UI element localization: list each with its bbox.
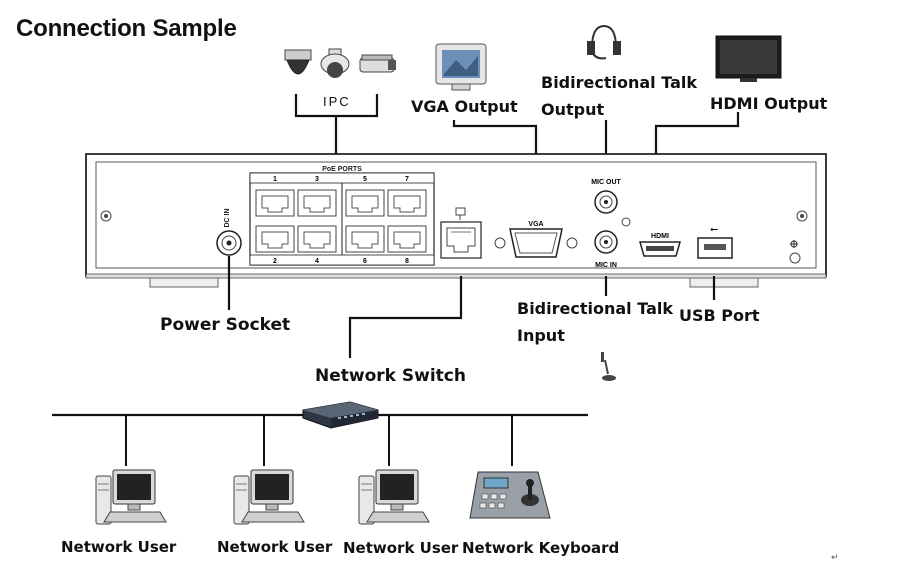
network-switch-connector-line xyxy=(348,276,463,358)
port-label-7: 7 xyxy=(405,176,409,183)
network-drop-lines xyxy=(125,415,513,466)
headset-icon xyxy=(587,24,621,60)
poe-ports-block: PoE PORTS 1 3 5 7 2 4 6 8 xyxy=(249,166,435,266)
port-label-5: 5 xyxy=(363,176,367,183)
network-keyboard-label: Network Keyboard xyxy=(462,539,620,557)
network-switch-label: Network Switch xyxy=(315,366,466,386)
desktop-computer-icon xyxy=(358,469,430,525)
ptz-keyboard-icon xyxy=(469,471,551,519)
power-socket-label: Power Socket xyxy=(160,315,291,335)
port-label-2: 2 xyxy=(273,258,277,265)
port-label-6: 6 xyxy=(363,258,367,265)
power-socket xyxy=(216,230,242,256)
desktop-computer-icon xyxy=(233,469,305,525)
crt-monitor-icon xyxy=(435,43,487,91)
vga-port-text: VGA xyxy=(528,221,543,228)
diagram-title: Connection Sample xyxy=(16,15,237,42)
usb-port-label: USB Port xyxy=(679,306,760,325)
hdmi-output-label: HDMI Output xyxy=(710,94,828,113)
hdmi-port-text: HDMI xyxy=(651,233,669,240)
port-label-4: 4 xyxy=(315,258,319,265)
hdmi-port: HDMI xyxy=(639,233,681,257)
poe-ports-text: PoE PORTS xyxy=(322,166,362,173)
vga-port: VGA xyxy=(494,221,578,258)
paragraph-mark: ↵ xyxy=(831,552,839,562)
port-label-3: 3 xyxy=(315,176,319,183)
status-led xyxy=(621,217,631,227)
talk-input-label-line2: Input xyxy=(517,326,565,345)
desk-microphone-icon xyxy=(601,352,616,381)
dome-camera-icon xyxy=(284,49,312,75)
network-user-label-3: Network User xyxy=(343,539,459,557)
talk-output-label-line1: Bidirectional Talk xyxy=(541,73,697,92)
vga-output-label: VGA Output xyxy=(411,97,518,116)
rear-panel xyxy=(85,153,827,288)
network-user-label-2: Network User xyxy=(217,538,333,556)
lan-port xyxy=(440,207,482,259)
usb-port: ⭠ xyxy=(697,224,733,259)
bullet-camera-icon xyxy=(359,54,396,73)
dc-in-text: DC IN xyxy=(224,208,231,227)
flat-tv-icon xyxy=(715,35,782,82)
dc-in-label: DC IN xyxy=(224,208,231,227)
port-label-8: 8 xyxy=(405,258,409,265)
talk-input-label-line1: Bidirectional Talk xyxy=(517,299,673,318)
network-user-label-1: Network User xyxy=(61,538,177,556)
ipc-connector-lines xyxy=(294,94,379,156)
network-switch-icon xyxy=(302,401,379,429)
desktop-computer-icon xyxy=(95,469,167,525)
mic-out-text: MIC OUT xyxy=(591,179,621,186)
port-label-1: 1 xyxy=(273,176,277,183)
usb-icon: ⭠ xyxy=(710,224,718,235)
ipc-label: IPC xyxy=(323,94,351,109)
mic-out-port: MIC OUT xyxy=(591,179,621,214)
mic-in-port: MIC IN xyxy=(594,230,618,269)
speed-dome-camera-icon xyxy=(320,48,350,78)
ground-terminal xyxy=(789,240,801,264)
talk-output-label-line2: Output xyxy=(541,100,605,119)
mic-in-text: MIC IN xyxy=(595,262,617,269)
